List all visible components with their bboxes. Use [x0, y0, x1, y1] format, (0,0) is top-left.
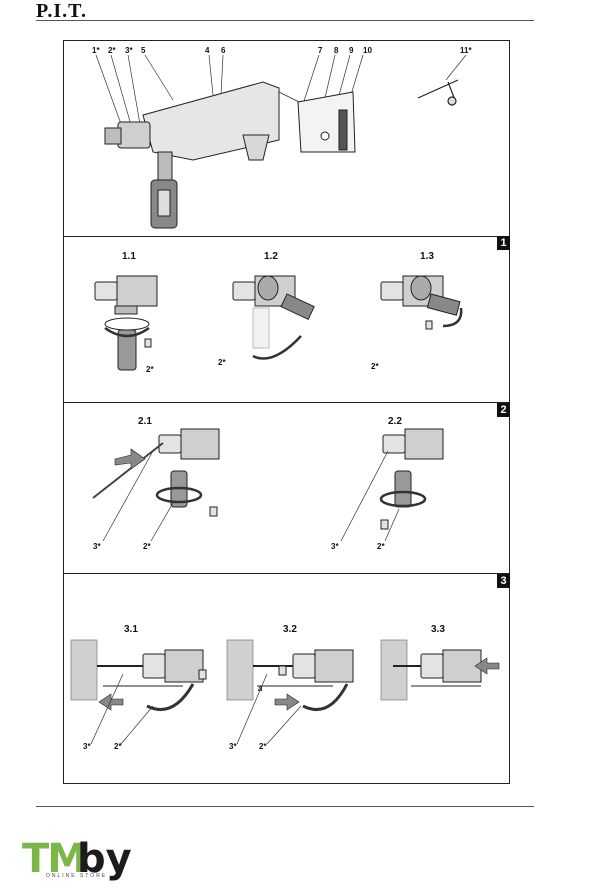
- step-2-1-callout-3: 3*: [93, 542, 101, 551]
- callout-10: 10: [363, 46, 372, 55]
- step-2-2-label: 2.2: [388, 416, 402, 427]
- step-3-1-callout-3: 3*: [83, 742, 91, 751]
- callout-5: 5: [141, 46, 146, 55]
- step-2-2-callout-2: 2*: [377, 542, 385, 551]
- step-3-2-callout-3: 3*: [229, 742, 237, 751]
- section-divider-2: [63, 402, 510, 403]
- drill-overview-illustration: [95, 54, 467, 229]
- section-divider-1: [63, 236, 510, 237]
- header-rule: [36, 20, 534, 21]
- step-1-3-label: 1.3: [420, 251, 434, 262]
- callout-2: 2*: [108, 46, 116, 55]
- step-2-2-callout-3: 3*: [331, 542, 339, 551]
- logo-tagline: ONLINE STORE: [46, 873, 108, 879]
- step-2-1-label: 2.1: [138, 416, 152, 427]
- callout-4: 4: [205, 46, 210, 55]
- step-2-1-callout-2: 2*: [143, 542, 151, 551]
- logo-tm: TM: [22, 836, 87, 882]
- footer-rule: [36, 806, 534, 807]
- callout-11: 11*: [460, 46, 472, 55]
- callout-1: 1*: [92, 46, 100, 55]
- step-3-2-callout-2: 2*: [259, 742, 267, 751]
- logo-by: by: [77, 836, 132, 882]
- section-2-illustrations: [92, 428, 444, 542]
- step-3-2-callout-a: a: [258, 684, 263, 693]
- step-1-2-label: 1.2: [264, 251, 278, 262]
- section-divider-3: [63, 573, 510, 574]
- section-3-illustrations: [70, 639, 500, 745]
- step-3-3-label: 3.3: [431, 624, 445, 635]
- step-1-1-callout: 2*: [146, 365, 154, 374]
- step-1-1-label: 1.1: [122, 251, 136, 262]
- tm-by-logo[interactable]: TM by ONLINE STORE: [22, 836, 142, 886]
- section-1-illustrations: [94, 275, 463, 371]
- callout-9: 9: [349, 46, 354, 55]
- section-badge-2: 2: [497, 403, 510, 417]
- section-badge-3: 3: [497, 574, 510, 588]
- step-3-1-callout-2: 2*: [114, 742, 122, 751]
- callout-3: 3*: [125, 46, 133, 55]
- step-1-2-callout: 2*: [218, 358, 226, 367]
- callout-7: 7: [318, 46, 323, 55]
- section-badge-1: 1: [497, 236, 510, 250]
- brand-logo: P.I.T.: [36, 0, 88, 22]
- step-1-3-callout: 2*: [371, 362, 379, 371]
- callout-8: 8: [334, 46, 339, 55]
- step-3-2-label: 3.2: [283, 624, 297, 635]
- callout-6: 6: [221, 46, 226, 55]
- step-3-1-label: 3.1: [124, 624, 138, 635]
